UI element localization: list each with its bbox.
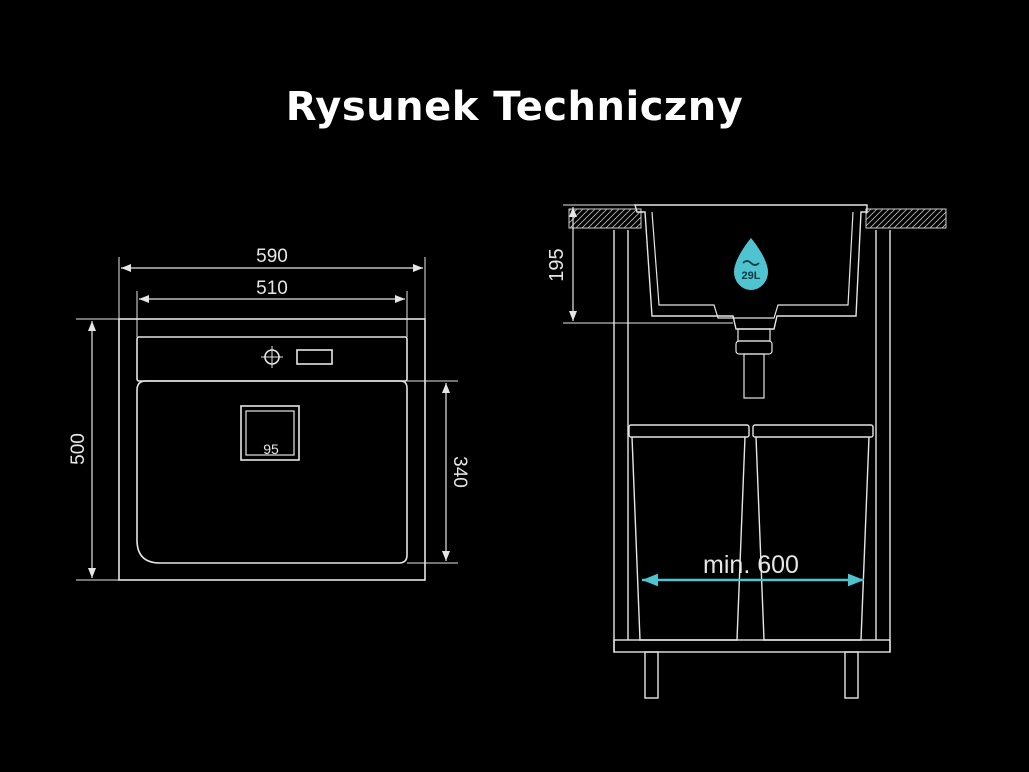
drain-box-inner [245, 410, 295, 456]
sink-profile-outer [634, 204, 868, 330]
dim-height-inner-label: 340 [449, 456, 470, 488]
drain-nut [735, 340, 773, 355]
waste-bin-right [752, 424, 874, 641]
page-title: Rysunek Techniczny [285, 84, 744, 130]
volume-label: 29L [742, 270, 761, 282]
dim-width-inner-label: 510 [256, 278, 288, 299]
tap-hole-icon [261, 346, 283, 368]
cabinet-bottom [613, 639, 891, 653]
sink-outer-outline [118, 318, 426, 581]
sink-profile-inner [651, 211, 854, 319]
drain-box-label: 95 [263, 441, 279, 457]
dim-depth-label: 195 [546, 248, 568, 281]
countertop-left [568, 208, 642, 229]
dim-width-outer-label: 590 [256, 246, 288, 267]
top-view [76, 257, 458, 581]
countertop-right [865, 208, 947, 229]
sink-bowl [136, 380, 408, 564]
drain-box-outer [240, 405, 300, 461]
waste-bin-left [628, 424, 750, 641]
cabinet-min-width-label: min. 600 [703, 551, 799, 579]
cabinet-leg-left [644, 651, 659, 699]
drain-pipe [743, 353, 765, 399]
water-drop-icon [734, 238, 768, 290]
side-view [563, 204, 947, 699]
cabinet-leg-right [844, 651, 859, 699]
dim-height-outer-label: 500 [68, 433, 89, 465]
drain-pipe-top [737, 328, 771, 342]
overflow-slot [296, 349, 333, 365]
